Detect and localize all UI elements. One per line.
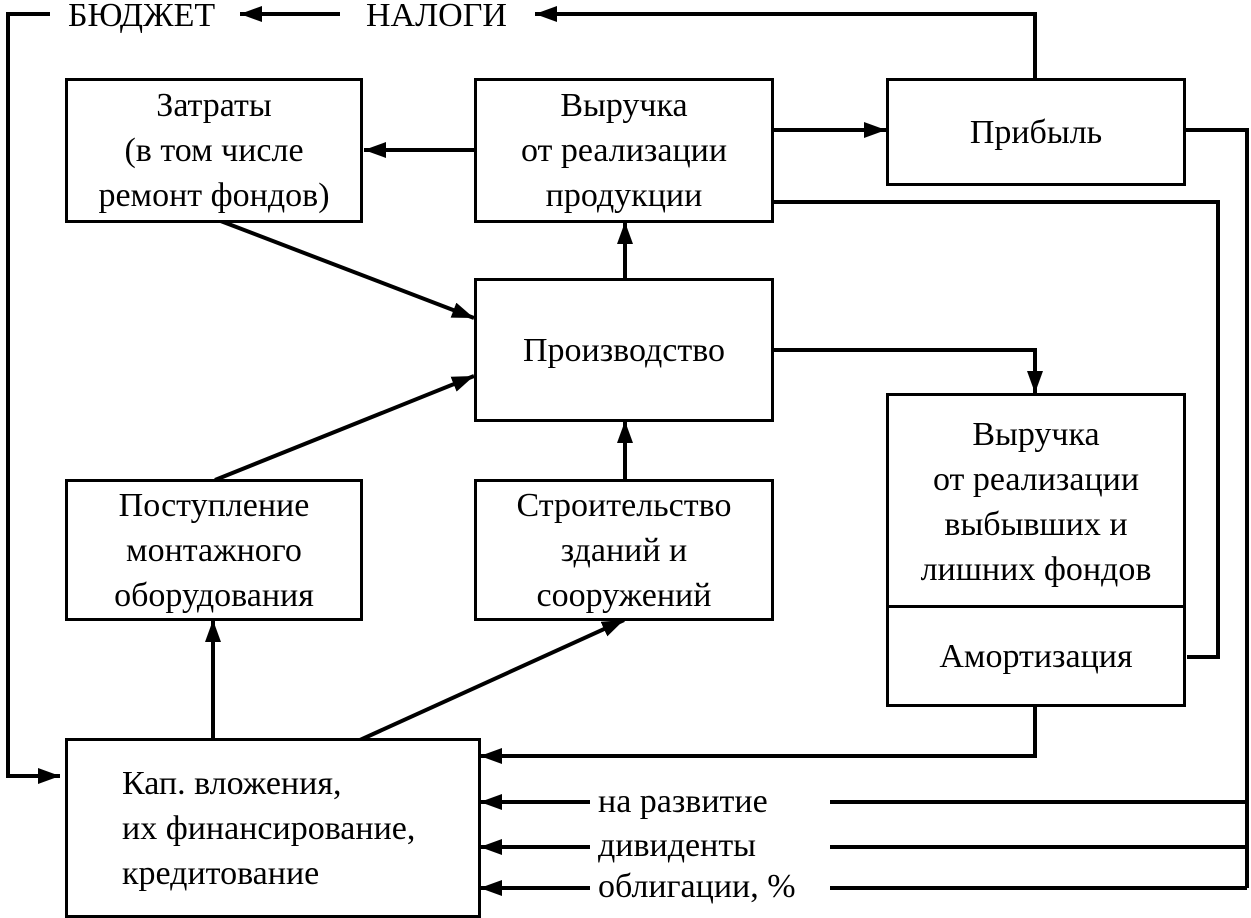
capex-text: Кап. вложения, их финансирование, кредит… (122, 764, 416, 892)
costs-to-production-arrow (217, 218, 475, 320)
depreciation-section: Амортизация (889, 608, 1183, 704)
revenue-box: Выручка от реализации продукции (474, 78, 774, 223)
profit-to-taxes-line (535, 5, 1037, 78)
profit-distribution-line (1185, 128, 1249, 888)
asset-sales-text: Выручка от реализации выбывших и лишних … (920, 415, 1152, 588)
amortization-to-capex-line (480, 706, 1037, 764)
production-text: Производство (522, 331, 726, 369)
capex-box: Кап. вложения, их финансирование, кредит… (65, 738, 481, 918)
construction-text: Строительство зданий и сооружений (516, 486, 732, 614)
asset-sales-box: Выручка от реализации выбывших и лишних … (886, 393, 1186, 707)
construction-box: Строительство зданий и сооружений (474, 479, 774, 621)
budget-to-capex-line (6, 12, 60, 784)
taxes-label: НАЛОГИ (362, 0, 511, 36)
production-box: Производство (474, 278, 774, 422)
bonds-label: облигации, % (598, 867, 796, 907)
development-label: на развитие (598, 782, 768, 822)
dividends-label: дивиденты (598, 826, 757, 866)
equipment-box: Поступление монтажного оборудования (65, 479, 363, 621)
revenue-text: Выручка от реализации продукции (520, 87, 728, 214)
budget-label: БЮДЖЕТ (64, 0, 220, 36)
asset-sales-section: Выручка от реализации выбывших и лишних … (889, 396, 1183, 607)
profit-text: Прибыль (969, 113, 1103, 151)
equipment-to-production-arrow (214, 374, 475, 482)
depreciation-text: Амортизация (939, 637, 1133, 675)
costs-text: Затраты (в том числе ремонт фондов) (98, 87, 330, 214)
costs-box: Затраты (в том числе ремонт фондов) (65, 78, 363, 223)
production-to-asset-sales-line (773, 348, 1043, 393)
section-divider (889, 605, 1183, 608)
revenue-to-depreciation-line (773, 200, 1220, 659)
profit-box: Прибыль (886, 78, 1186, 186)
equipment-text: Поступление монтажного оборудования (114, 486, 314, 614)
capex-to-construction-arrow (359, 618, 625, 742)
